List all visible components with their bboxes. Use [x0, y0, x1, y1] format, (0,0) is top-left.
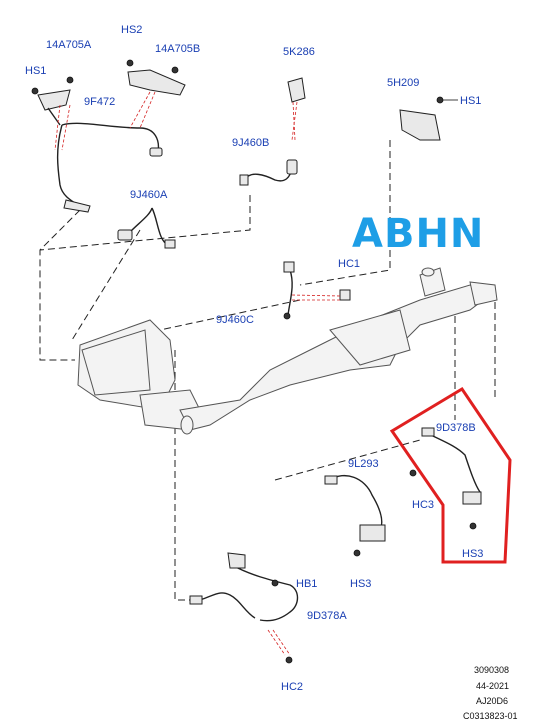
- label-5h209: 5H209: [387, 77, 419, 89]
- label-9d378a: 9D378A: [307, 610, 347, 622]
- label-9j460c: 9J460C: [216, 314, 254, 326]
- part-labels: HS1 14A705A HS2 14A705B 9F472 5K286 5H20…: [25, 24, 484, 693]
- label-hs1-right: HS1: [460, 95, 481, 107]
- reference-line-2: 44-2021: [476, 681, 509, 691]
- reference-line-4: C0313823-01: [463, 711, 518, 721]
- label-hc1: HC1: [338, 258, 360, 270]
- sensor-9f472: [31, 59, 186, 213]
- label-hs2: HS2: [121, 24, 142, 36]
- label-14a705a: 14A705A: [46, 39, 92, 51]
- exhaust-assembly: [77, 267, 498, 435]
- label-hb1: HB1: [296, 578, 317, 590]
- label-hc2: HC2: [281, 681, 303, 693]
- label-hs1-left: HS1: [25, 65, 46, 77]
- label-9f472: 9F472: [84, 96, 115, 108]
- label-hs3-mid: HS3: [350, 578, 371, 590]
- sensor-9j460c: [283, 261, 351, 320]
- label-9j460a: 9J460A: [130, 189, 168, 201]
- bracket-5h209: [399, 96, 458, 141]
- label-9d378b: 9D378B: [436, 422, 476, 434]
- label-9l293: 9L293: [348, 458, 379, 470]
- sensor-9l293: [324, 475, 386, 557]
- sensor-9j460b: [239, 159, 298, 186]
- label-hc3: HC3: [412, 499, 434, 511]
- label-9j460b: 9J460B: [232, 137, 269, 149]
- reference-line-1: 3090308: [474, 665, 509, 675]
- reference-block: 3090308 44-2021 AJ20D6 C0313823-01: [463, 665, 518, 721]
- label-5k286: 5K286: [283, 46, 315, 58]
- label-hs3-right: HS3: [462, 548, 483, 560]
- reference-line-3: AJ20D6: [476, 696, 508, 706]
- sensor-9j460a: [117, 207, 176, 249]
- badge-abhn: ABHN: [352, 211, 484, 257]
- label-14a705b: 14A705B: [155, 43, 200, 55]
- highlight-9d378b: [389, 386, 512, 564]
- sensor-9d378a: [189, 552, 299, 664]
- sensor-5k286: [287, 77, 306, 141]
